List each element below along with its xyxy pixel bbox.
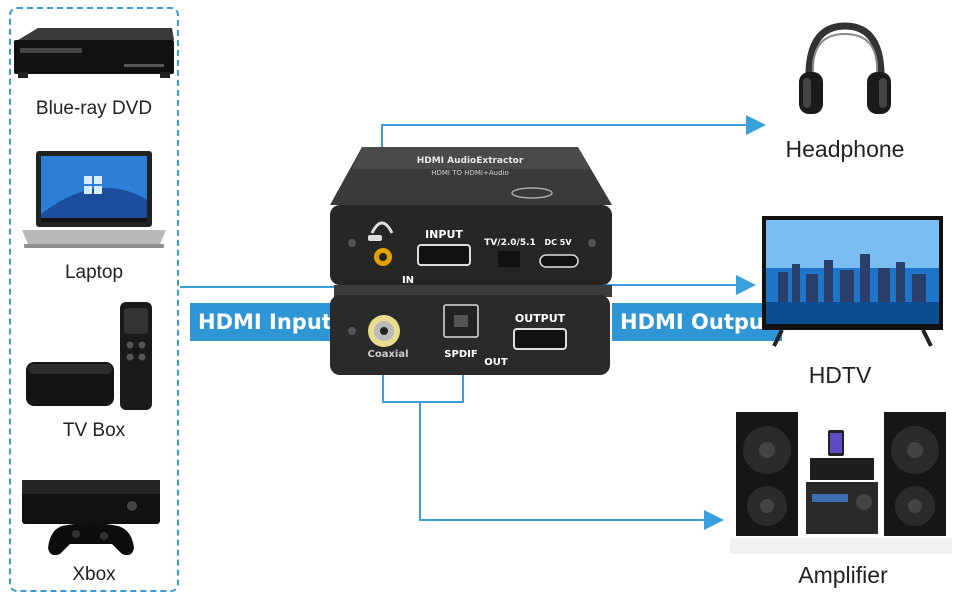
source-label-tvbox: TV Box <box>62 420 126 441</box>
xbox-icon <box>22 480 160 556</box>
device-input-label: INPUT <box>425 228 463 241</box>
bluray-player-icon <box>14 28 174 78</box>
laptop-icon <box>22 151 166 248</box>
headphone-jack-icon <box>370 221 394 234</box>
device-out-label: OUT <box>484 357 508 368</box>
device-output-label: OUTPUT <box>515 312 566 325</box>
audio-out-line <box>382 370 720 520</box>
source-label-bluray: Blue-ray DVD <box>35 98 153 119</box>
dest-label-hdtv: HDTV <box>808 362 872 388</box>
hdmi-output-tag: HDMI Output <box>612 303 782 341</box>
source-label-xbox: Xbox <box>72 564 116 585</box>
dest-label-headphone: Headphone <box>785 136 905 162</box>
headphone-icon <box>799 22 891 114</box>
device-coaxial-label: Coaxial <box>367 349 408 360</box>
hdmi-audio-extractor: HDMI AudioExtractor HDMI TO HDMI+Audio I… <box>330 147 612 375</box>
device-in-label: IN <box>402 275 414 286</box>
device-mode-label: TV/2.0/5.1 <box>484 238 536 248</box>
hdtv-icon <box>762 216 943 347</box>
source-label-laptop: Laptop <box>64 262 124 283</box>
tv-box-icon <box>26 302 152 410</box>
hdmi-input-tag: HDMI Input <box>190 303 340 341</box>
source-devices-frame <box>9 7 179 592</box>
device-title: HDMI AudioExtractor <box>417 156 524 166</box>
dest-label-amplifier: Amplifier <box>798 562 888 588</box>
device-power-label: DC 5V <box>544 238 572 247</box>
amplifier-icon <box>730 412 952 554</box>
device-subtitle: HDMI TO HDMI+Audio <box>431 169 509 177</box>
device-spdif-label: SPDIF <box>444 349 477 360</box>
